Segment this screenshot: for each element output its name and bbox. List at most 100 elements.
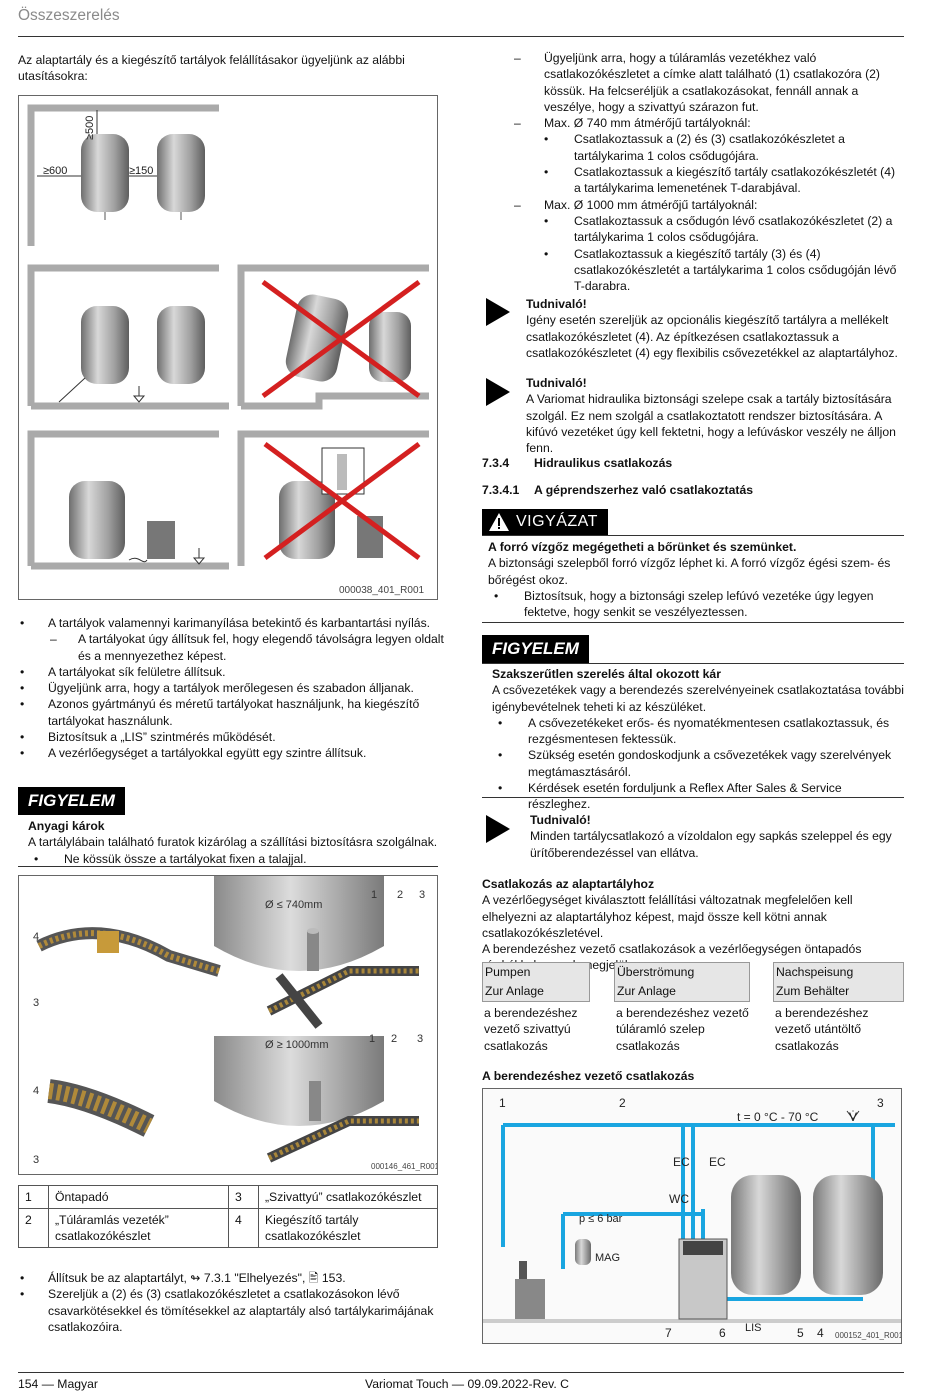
lis-label: LIS	[745, 1322, 762, 1334]
callout-3: 3	[419, 889, 425, 901]
callout-2: 2	[391, 1033, 397, 1045]
right-dash-list: – Ügyeljünk arra, hogy a túláramlás vezet…	[482, 50, 904, 294]
caution-end-divider	[482, 622, 904, 623]
table-cell: Kiegészítő tartály csatlakozókészlet	[258, 1208, 438, 1248]
dash-marker: –	[50, 632, 57, 647]
callout-3: 3	[417, 1033, 423, 1045]
subsection-number: 7.3.4.1	[482, 483, 520, 497]
diameter-1000-label: Ø ≥ 1000mm	[265, 1039, 329, 1051]
panel-flat-floor	[27, 264, 229, 410]
notice-bullet: Kérdések esetén forduljunk a Reflex Afte…	[492, 780, 904, 813]
list-item: Állítsuk be az alaptartályt, ↬ 7.3.1 "El…	[18, 1270, 446, 1287]
list-item: Biztosítsuk a „LIS” szintmérés működését…	[18, 729, 446, 746]
caution-badge: VIGYÁZAT	[482, 509, 608, 535]
section-heading: Hidraulikus csatlakozás	[534, 456, 673, 470]
ec-label: EC	[673, 1155, 690, 1169]
caution-text: A biztonsági szelepből forró vízgőz léph…	[488, 556, 891, 587]
notice-divider	[18, 866, 438, 867]
setup-requirements-list: A tartályok valamennyi karimanyílása bet…	[18, 615, 446, 762]
intro-text: Az alaptartály és a kiegészítő tartályok…	[18, 53, 405, 84]
connection-section: Csatlakozás az alaptartályhoz A vezérlőe…	[482, 876, 904, 974]
note-block: Tudnivaló! Minden tartálycsatlakozó a ví…	[530, 812, 904, 861]
callout-1: 1	[369, 1033, 375, 1045]
list-item-text: Max. Ø 1000 mm átmérőjű tartályoknál:	[544, 197, 758, 212]
notice-end-divider	[482, 797, 904, 798]
notice-text: A tartálylábain található furatok kizáró…	[28, 835, 438, 850]
callout-5: 5	[797, 1326, 804, 1340]
label-line: Zum Behälter	[776, 984, 850, 999]
note-arrow-icon	[486, 378, 510, 406]
list-item: •Csatlakoztassuk a (2) és (3) csatlakozó…	[482, 131, 904, 164]
notice-body: Anyagi károk A tartálylábain található f…	[18, 818, 446, 867]
figure2-code: 000146_461_R001	[371, 1162, 437, 1171]
list-item: A tartályokat sík felületre állítsuk.	[18, 664, 446, 681]
panel-clearance: ≥500 ≥600 ≥150	[27, 104, 219, 246]
notice-bullet: A csővezetékeket erős- és nyomatékmentes…	[492, 715, 904, 748]
callout-2: 2	[619, 1096, 626, 1110]
label-line: Pumpen	[485, 965, 531, 979]
callout-1: 1	[371, 889, 377, 901]
callout-4: 4	[33, 1085, 39, 1097]
note-text: Minden tartálycsatlakozó a vízoldalon eg…	[530, 829, 892, 860]
callout-3: 3	[33, 997, 39, 1009]
dash-marker: –	[514, 51, 521, 65]
table-cell: 2	[18, 1208, 49, 1248]
table-cell: Öntapadó	[48, 1185, 229, 1209]
notice-text: A csővezetékek vagy a berendezés szerelv…	[492, 683, 904, 714]
list-item-text: Ügyeljünk arra, hogy a túláramlás vezeté…	[544, 51, 880, 114]
notice-badge-label: FIGYELEM	[482, 635, 589, 663]
note-block: Tudnivaló! Igény esetén szereljük az opc…	[526, 296, 904, 361]
list-item: Ügyeljünk arra, hogy a tartályok merőleg…	[18, 680, 446, 697]
table-cell: 3	[228, 1185, 259, 1209]
dash-marker: –	[514, 197, 521, 212]
connection-text: A vezérlőegységet kiválasztott felállítá…	[482, 893, 853, 940]
note-arrow-icon	[486, 298, 510, 326]
note-text: A Variomat hidraulika biztonsági szelepe…	[526, 392, 896, 456]
figure1-code: 000038_401_R001	[339, 585, 425, 596]
list-item: A tartályok valamennyi karimanyílása bet…	[18, 615, 446, 632]
diameter-740-label: Ø ≤ 740mm	[265, 899, 322, 911]
list-item: Szereljük a (2) és (3) csatlakozókészlet…	[18, 1286, 446, 1335]
footer-divider	[18, 1372, 904, 1373]
list-item-text: Csatlakoztassuk a kiegészítő tartály (3)…	[574, 246, 897, 294]
panel-controller-level	[27, 430, 229, 570]
hydraulic-schematic: 1 2 3 t = 0 °C - 70 °C V̇ EC EC WC p ≤ 6…	[483, 1089, 904, 1343]
header-divider	[18, 36, 904, 37]
table-cell: 1	[18, 1185, 49, 1209]
page-header-title: Összeszerelés	[18, 7, 120, 24]
list-item: – Max. Ø 740 mm átmérőjű tartályoknál:	[482, 115, 904, 131]
tank-placement-illustration: ≥500 ≥600 ≥150	[27, 104, 429, 596]
notice-bullet: Ne kössük össze a tartályokat fixen a ta…	[28, 851, 446, 868]
section-number: 7.3.4	[482, 456, 510, 470]
callout-7: 7	[665, 1326, 672, 1340]
callout-6: 6	[719, 1326, 726, 1340]
dim-150-label: ≥150	[129, 165, 153, 177]
footer-page-number: 154 — Magyar	[18, 1377, 98, 1391]
callout-3: 3	[33, 1154, 39, 1166]
caution-badge-label: VIGYÁZAT	[516, 512, 598, 530]
table-row: 2 „Túláramlás vezeték” csatlakozókészlet…	[18, 1208, 438, 1248]
list-item: •Csatlakoztassuk a kiegészítő tartály (3…	[482, 246, 904, 295]
pipe-network	[501, 1123, 895, 1301]
table-row: 1 Öntapadó 3 „Szivattyú” csatlakozókészl…	[18, 1185, 438, 1209]
diagram-title: A berendezéshez vezető csatlakozás	[482, 1069, 695, 1083]
subsection-heading: A géprendszerhez való csatlakoztatás	[534, 483, 754, 497]
dash-marker: –	[514, 116, 521, 131]
flange-connection-illustration: Ø ≤ 740mm 1 2 3 4 3 Ø ≥ 1000mm 1 2 3 4 3…	[33, 876, 440, 1171]
panel-uneven-floor-wrong	[237, 264, 429, 410]
list-item-text: Max. Ø 740 mm átmérőjű tartályoknál:	[544, 116, 751, 131]
list-item: A vezérlőegységet a tartályokkal együtt …	[18, 745, 446, 762]
flange-connection-figure: Ø ≤ 740mm 1 2 3 4 3 Ø ≥ 1000mm 1 2 3 4 3…	[18, 875, 440, 1175]
bullet-marker: •	[544, 132, 549, 147]
callout-1: 1	[499, 1096, 506, 1110]
notice-title: Anyagi károk	[28, 819, 105, 833]
caution-body: A forró vízgőz megégetheti a bőrünket és…	[488, 539, 904, 620]
list-item-text: A tartályokat úgy állítsuk fel, hogy ele…	[78, 632, 444, 663]
list-item-text: Csatlakoztassuk a csődugón lévő csatlako…	[574, 213, 893, 245]
label-line: Zur Anlage	[485, 984, 544, 999]
note-title: Tudnivaló!	[526, 297, 587, 311]
diagram-code: 000152_401_R001	[835, 1331, 901, 1340]
table-cell: „Szivattyú” csatlakozókészlet	[258, 1185, 438, 1209]
list-item: •Csatlakoztassuk a csődugón lévő csatlak…	[482, 213, 904, 246]
list-item: – Max. Ø 1000 mm átmérőjű tartályoknál:	[482, 197, 904, 213]
